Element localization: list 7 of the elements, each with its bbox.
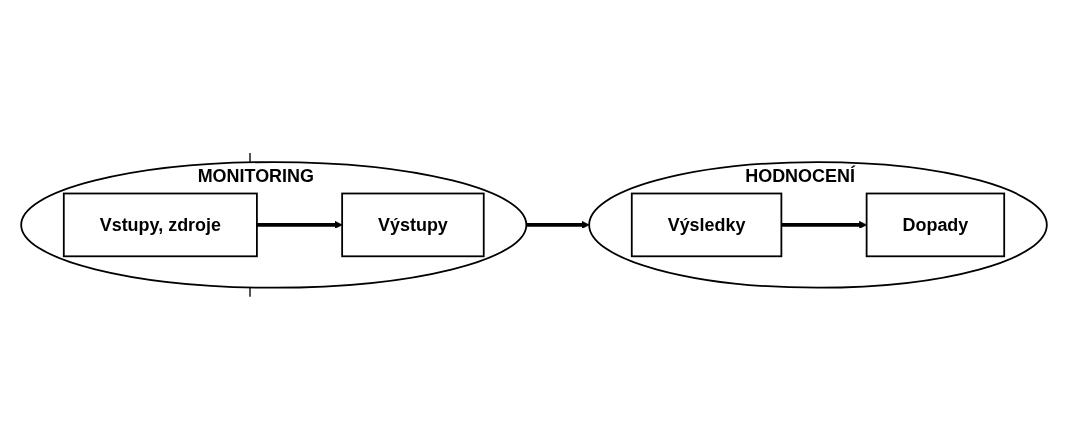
arrow [525, 220, 589, 229]
arrow [256, 220, 342, 229]
node-box: Dopady [865, 192, 1005, 258]
node-box: Vstupy, zdroje [62, 192, 258, 258]
arrow [780, 220, 867, 229]
node-box: Výsledky [630, 192, 782, 258]
node-box: Výstupy [340, 192, 485, 258]
